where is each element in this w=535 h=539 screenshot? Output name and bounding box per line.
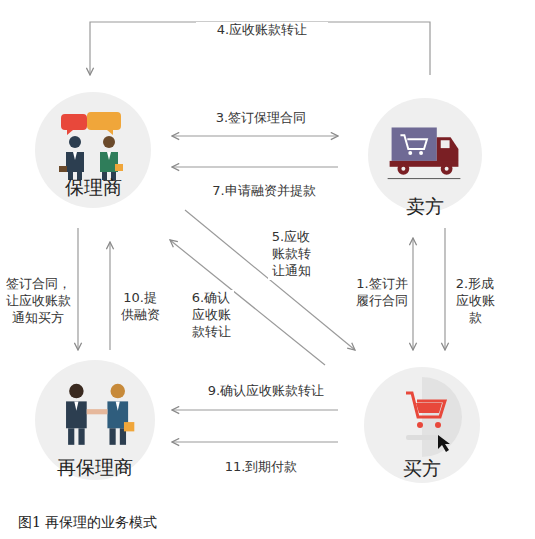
- party-name: 再保理商: [57, 456, 133, 479]
- flow-arrow: [172, 166, 338, 167]
- step-label: 7.申请融资并提款: [188, 183, 340, 200]
- flow-arrow: [77, 228, 78, 350]
- flow-arrow: [172, 409, 338, 410]
- figure-caption: 图1 再保理的业务模式: [18, 514, 157, 532]
- party-name: 买方: [403, 457, 441, 480]
- flow-arrow: [185, 210, 355, 350]
- step-label: 4.应收账款转让: [196, 22, 328, 39]
- flow-arrow: [444, 228, 445, 350]
- flow-arrow: [90, 22, 430, 75]
- party-circle: 买方: [364, 367, 480, 483]
- party-circle: 再保理商: [35, 360, 155, 480]
- flow-arrow: [412, 238, 413, 350]
- step-label: 10.提供融资: [116, 290, 164, 324]
- step-label: 1.签订并履行合同: [353, 276, 411, 310]
- step-label: 2.形成应收账款: [452, 276, 498, 327]
- flow-arrow: [109, 242, 110, 350]
- step-label: 6.确认应收账款转让: [188, 290, 234, 341]
- party-icon: [368, 98, 482, 212]
- flow-arrow: [172, 135, 338, 136]
- step-label: 3.签订保理合同: [195, 110, 327, 127]
- step-label: 签订合同，让应收账款通知买方: [3, 276, 73, 327]
- party-circle: 保理商: [35, 92, 151, 208]
- step-label: 9.确认应收账款转让: [190, 383, 342, 400]
- party-name: 卖方: [406, 195, 444, 218]
- step-label: 11.到期付款: [200, 459, 322, 476]
- party-circle: 卖方: [368, 98, 482, 212]
- party-name: 保理商: [65, 176, 122, 199]
- step-label: 5.应收账款转让通知: [268, 229, 314, 280]
- flow-arrow: [172, 441, 338, 442]
